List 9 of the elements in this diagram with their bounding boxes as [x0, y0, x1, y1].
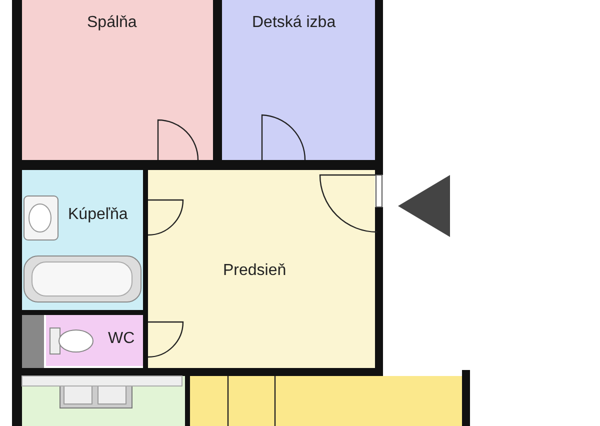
- room-area: [22, 0, 213, 160]
- room-label: WC: [108, 330, 135, 348]
- room-label: Predsieň: [223, 262, 286, 280]
- room-label: Spálňa: [87, 14, 137, 32]
- room-area: [148, 170, 375, 368]
- room-label: Detská izba: [252, 14, 336, 32]
- room-area: [190, 376, 462, 426]
- room-area: [222, 0, 375, 160]
- room-label: Kúpeľňa: [68, 206, 128, 224]
